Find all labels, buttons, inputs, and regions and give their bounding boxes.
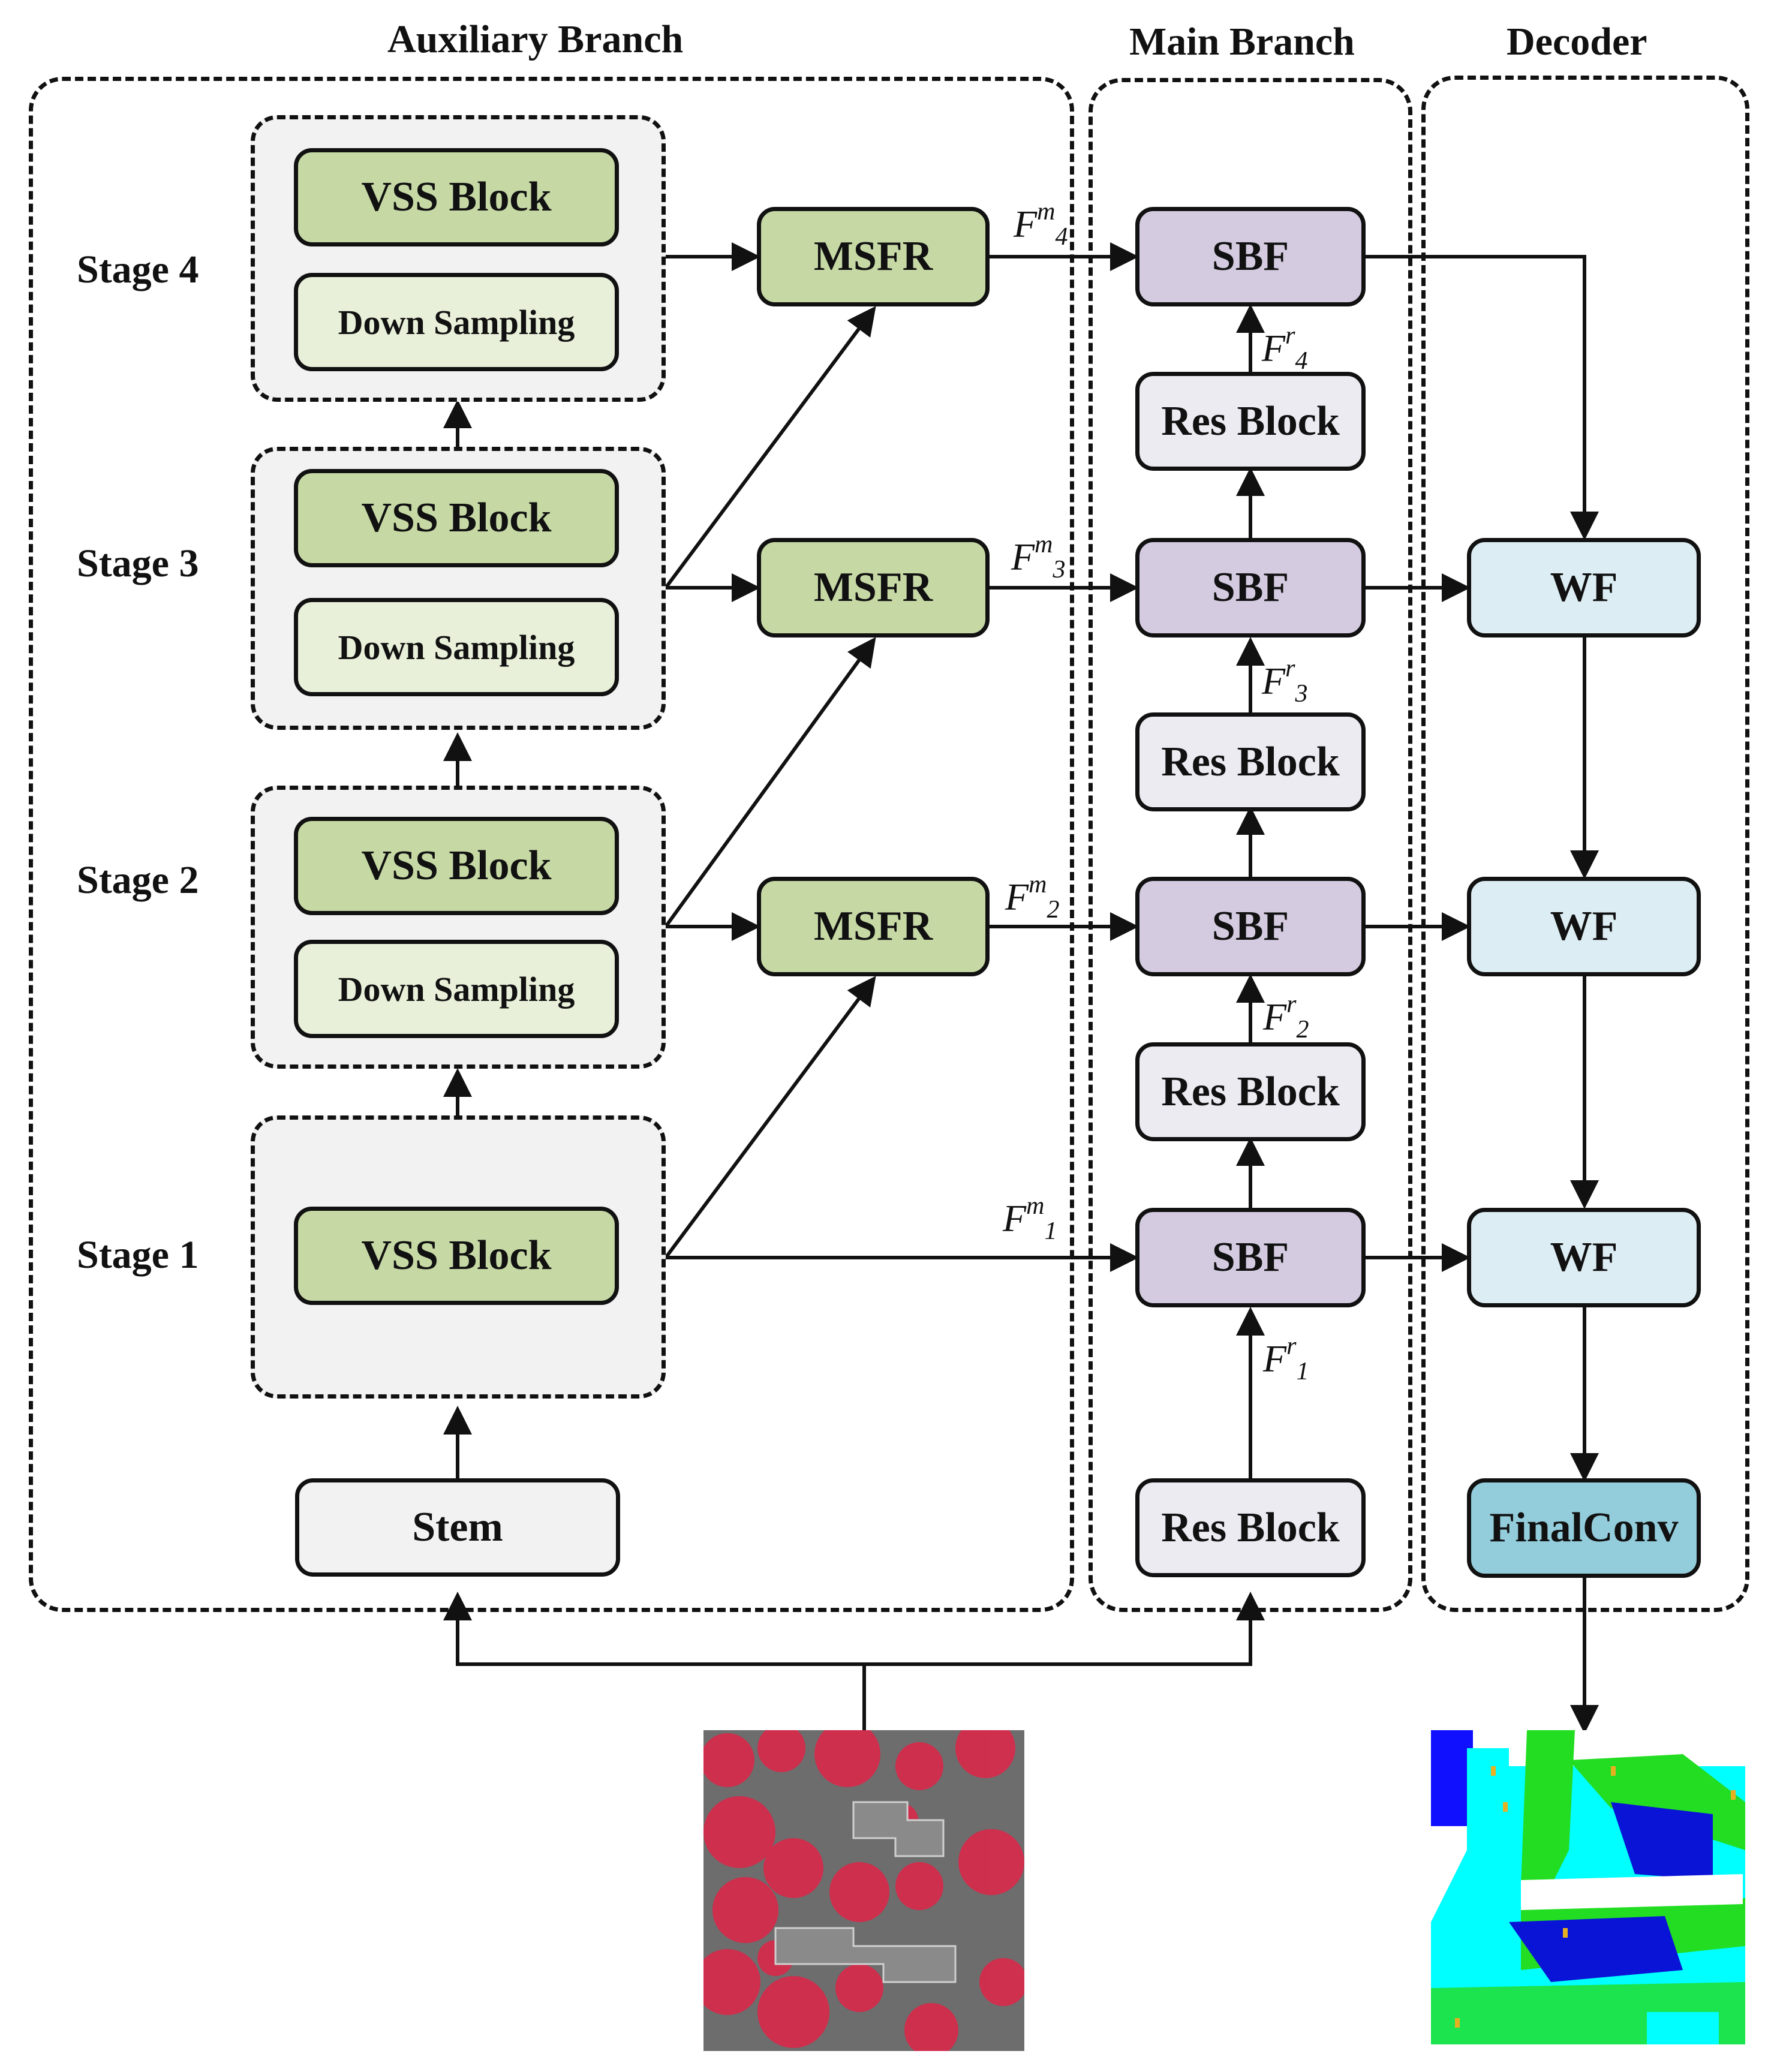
stage2-to-msfr3-diag [664, 637, 876, 928]
decoder-title: Decoder [1507, 20, 1647, 64]
feature-label-f2-m: Fm2 [1005, 871, 1060, 924]
input-to-res-line [864, 1592, 1265, 1666]
decoder-region [1421, 76, 1749, 1612]
feature-label-f1-r: Fr1 [1263, 1333, 1309, 1386]
stage2-label: Stage 2 [77, 858, 199, 902]
res-block-3: Res Block [1135, 712, 1366, 811]
stage3-vss-block: VSS Block [294, 469, 619, 567]
main-branch-region [1089, 78, 1412, 1612]
stage1-vss-block: VSS Block [294, 1207, 619, 1305]
main-branch-title: Main Branch [1129, 20, 1355, 64]
stage3-down-sampling: Down Sampling [294, 598, 619, 696]
feature-label-f2-r: Fr2 [1263, 991, 1309, 1044]
res-block-4: Res Block [1135, 372, 1366, 471]
auxiliary-branch-region [29, 77, 1074, 1612]
stage2-vss-block: VSS Block [294, 817, 619, 915]
stage4-label: Stage 4 [77, 248, 199, 291]
feature-label-f4-r: Fr4 [1262, 322, 1308, 375]
sbf-block-2: SBF [1135, 877, 1366, 976]
feature-label-f1-m: Fm1 [1003, 1192, 1057, 1246]
stage4-vss-block: VSS Block [294, 148, 619, 246]
sbf4-to-wf3-arrow [1366, 255, 1599, 540]
feature-label-f3-m: Fm3 [1011, 531, 1066, 584]
feature-label-f4-m: Fm4 [1014, 198, 1068, 251]
wf-block-2: WF [1467, 877, 1701, 976]
res-block-2: Res Block [1135, 1042, 1366, 1141]
auxiliary-branch-title: Auxiliary Branch [387, 17, 684, 61]
output-segmentation-map [1431, 1730, 1745, 2044]
stage1-label: Stage 1 [77, 1233, 199, 1277]
sbf-block-1: SBF [1135, 1208, 1366, 1307]
stem-block: Stem [295, 1478, 620, 1577]
final-conv-block: FinalConv [1467, 1478, 1701, 1578]
stage4-down-sampling: Down Sampling [294, 273, 619, 371]
input-split-line [443, 1592, 866, 1730]
sbf-block-3: SBF [1135, 538, 1366, 637]
wf-block-1: WF [1467, 1208, 1701, 1307]
stage2-down-sampling: Down Sampling [294, 940, 619, 1038]
res-block-1: Res Block [1135, 1478, 1366, 1577]
msfr-block-4: MSFR [757, 207, 990, 306]
stage1-to-msfr2-diag [664, 976, 876, 1259]
stage3-label: Stage 3 [77, 542, 199, 585]
msfr-block-3: MSFR [757, 538, 990, 637]
input-aerial-image [703, 1730, 1024, 2051]
sbf-block-4: SBF [1135, 207, 1366, 306]
msfr-block-2: MSFR [757, 877, 990, 976]
feature-label-f3-r: Fr3 [1262, 655, 1308, 708]
wf-block-3: WF [1467, 538, 1701, 637]
stage3-to-msfr4-diag [664, 306, 876, 589]
